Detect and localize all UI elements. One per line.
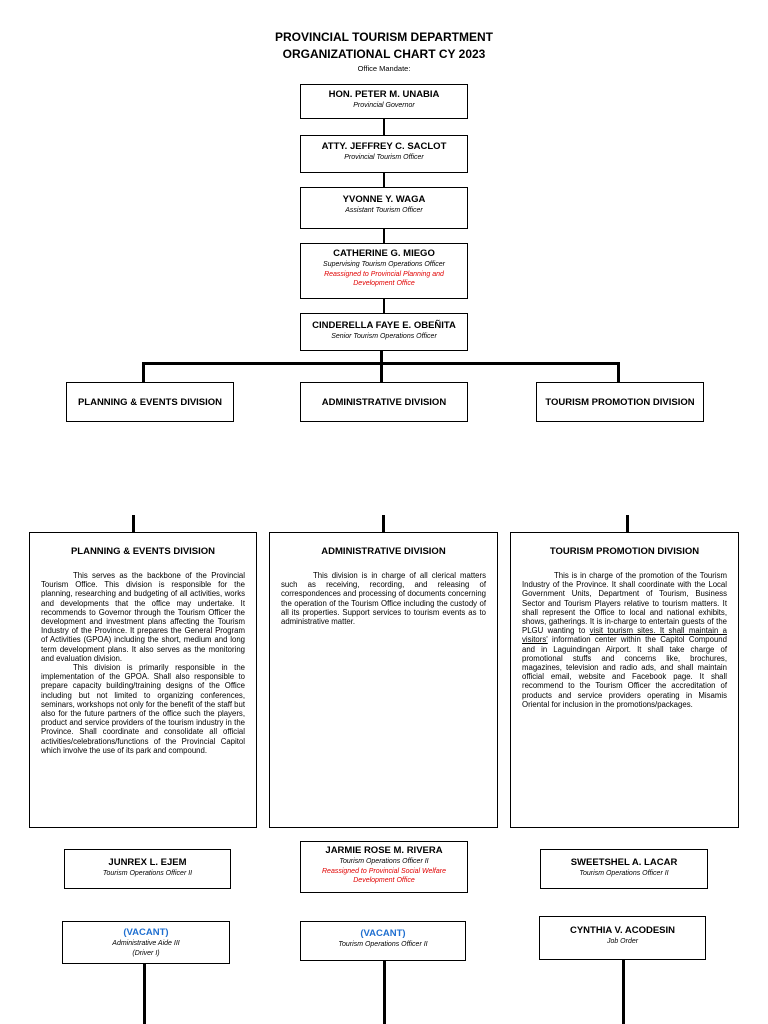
- panel-paragraph: This division is in charge of all cleric…: [281, 571, 486, 627]
- staff-box: CYNTHIA V. ACODESIN Job Order: [539, 916, 706, 960]
- official-box-governor: HON. PETER M. UNABIA Provincial Governor: [300, 84, 468, 119]
- vacant-label: (VACANT): [123, 927, 169, 938]
- connector: [617, 362, 620, 382]
- panel-description: This serves as the backbone of the Provi…: [30, 571, 256, 755]
- panel-title: TOURISM PROMOTION DIVISION: [549, 546, 700, 557]
- connector: [383, 119, 385, 135]
- connector: [142, 362, 145, 382]
- staff-position: Administrative Aide III: [112, 940, 180, 947]
- connector: [383, 299, 385, 313]
- official-name: ATTY. JEFFREY C. SACLOT: [321, 141, 447, 152]
- staff-position: Tourism Operations Officer II: [338, 941, 428, 948]
- panel-paragraph: This division is primarily responsible i…: [41, 663, 245, 755]
- panel-description: This is in charge of the promotion of th…: [511, 571, 738, 709]
- official-box-supervising-officer: CATHERINE G. MIEGO Supervising Tourism O…: [300, 243, 468, 299]
- panel-planning-division: PLANNING & EVENTS DIVISION This serves a…: [29, 532, 257, 828]
- panel-paragraph: This serves as the backbone of the Provi…: [41, 571, 245, 663]
- connector: [383, 961, 386, 1024]
- staff-box: JARMIE ROSE M. RIVERA Tourism Operations…: [300, 841, 468, 893]
- staff-name: JUNREX L. EJEM: [108, 857, 187, 868]
- panel-administrative-division: ADMINISTRATIVE DIVISION This division is…: [269, 532, 498, 828]
- panel-tourism-promotion-division: TOURISM PROMOTION DIVISION This is in ch…: [510, 532, 739, 828]
- chart-title-line2: ORGANIZATIONAL CHART CY 2023: [282, 47, 486, 61]
- staff-box-vacant: (VACANT) Tourism Operations Officer II: [300, 921, 466, 961]
- reassignment-note: Reassigned to Provincial Planning and De…: [324, 270, 444, 288]
- panel-text: This is in charge of the promotion of th…: [522, 571, 727, 636]
- connector: [383, 229, 385, 243]
- connector: [382, 515, 385, 532]
- connector: [380, 351, 383, 382]
- official-name: YVONNE Y. WAGA: [342, 194, 426, 205]
- chart-title-line1: PROVINCIAL TOURISM DEPARTMENT: [274, 30, 493, 44]
- panel-text-underlined: visit tourism sites. It shall maintain a…: [522, 626, 728, 645]
- staff-name: SWEETSHEL A. LACAR: [570, 857, 678, 868]
- official-position: Provincial Tourism Officer: [344, 154, 424, 161]
- official-box-senior-officer: CINDERELLA FAYE E. OBEÑITA Senior Touris…: [300, 313, 468, 351]
- panel-text: information center within the Capitol Co…: [522, 635, 727, 709]
- connector: [626, 515, 629, 532]
- official-box-assistant-officer: YVONNE Y. WAGA Assistant Tourism Officer: [300, 187, 468, 229]
- panel-title: ADMINISTRATIVE DIVISION: [321, 546, 446, 557]
- staff-position: Tourism Operations Officer II: [579, 870, 669, 877]
- panel-paragraph: This is in charge of the promotion of th…: [522, 571, 727, 709]
- division-box-tourism-promotion: TOURISM PROMOTION DIVISION: [536, 382, 704, 422]
- official-box-tourism-officer: ATTY. JEFFREY C. SACLOT Provincial Touri…: [300, 135, 468, 173]
- staff-box-vacant: (VACANT) Administrative Aide III (Driver…: [62, 921, 230, 964]
- staff-position: (Driver I): [132, 949, 160, 957]
- official-name: CATHERINE G. MIEGO: [333, 248, 435, 259]
- staff-box: SWEETSHEL A. LACAR Tourism Operations Of…: [540, 849, 708, 889]
- connector: [622, 960, 625, 1024]
- staff-name: CYNTHIA V. ACODESIN: [569, 925, 676, 936]
- staff-position: Tourism Operations Officer II: [102, 870, 193, 877]
- official-position: Supervising Tourism Operations Officer: [323, 261, 445, 268]
- office-mandate-label: Office Mandate:: [357, 64, 411, 73]
- vacant-label: (VACANT): [360, 928, 406, 939]
- official-position: Provincial Governor: [353, 102, 415, 109]
- connector: [132, 515, 135, 532]
- panel-title: PLANNING & EVENTS DIVISION: [70, 546, 216, 557]
- reassignment-note: Reassigned to Provincial Social Welfare …: [322, 867, 446, 885]
- staff-box: JUNREX L. EJEM Tourism Operations Office…: [64, 849, 231, 889]
- staff-position: Job Order: [606, 938, 639, 945]
- official-name: CINDERELLA FAYE E. OBEÑITA: [312, 320, 456, 331]
- official-position: Senior Tourism Operations Officer: [331, 333, 437, 340]
- panel-description: This division is in charge of all cleric…: [270, 571, 497, 626]
- staff-name: JARMIE ROSE M. RIVERA: [325, 845, 443, 856]
- staff-position: Tourism Operations Officer II: [339, 858, 429, 865]
- official-name: HON. PETER M. UNABIA: [328, 89, 440, 100]
- division-box-administrative: ADMINISTRATIVE DIVISION: [300, 382, 468, 422]
- connector: [143, 964, 146, 1024]
- official-position: Assistant Tourism Officer: [345, 207, 423, 214]
- division-box-planning: PLANNING & EVENTS DIVISION: [66, 382, 234, 422]
- connector: [383, 173, 385, 187]
- division-bus-line: [142, 362, 620, 365]
